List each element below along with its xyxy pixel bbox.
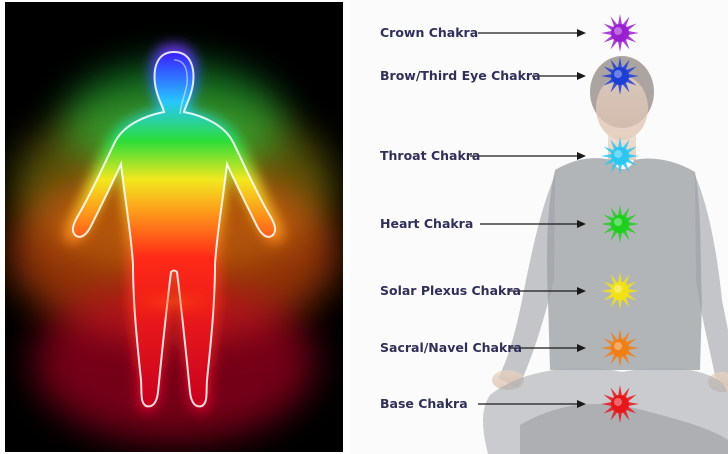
right-arrow-icon (577, 152, 586, 160)
chakra-label-sacral-navel: Sacral/Navel Chakra (380, 341, 522, 355)
chakra-label-crown: Crown Chakra (380, 26, 478, 40)
chakra-label-throat: Throat Chakra (380, 149, 480, 163)
aura-figure-panel (5, 2, 343, 452)
chakra-label-solar-plexus: Solar Plexus Chakra (380, 284, 521, 298)
aura-figure-image (5, 2, 343, 452)
chakra-label-base: Base Chakra (380, 397, 468, 411)
chakra-label-brow-third-eye: Brow/Third Eye Chakra (380, 69, 541, 83)
sun-star-icon (601, 14, 639, 52)
chakra-chart-panel: Crown Chakra Brow/Third Eye Chakra Throa… (350, 0, 728, 454)
right-arrow-icon (577, 72, 586, 80)
chakra-label-heart: Heart Chakra (380, 217, 473, 231)
right-arrow-icon (577, 29, 586, 37)
